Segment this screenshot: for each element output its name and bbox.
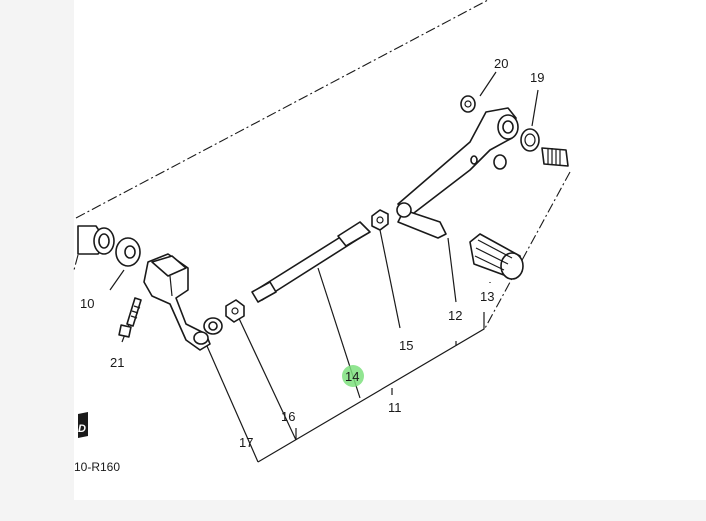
shift-rod bbox=[251, 221, 371, 303]
callout-17[interactable]: 17 bbox=[239, 435, 253, 450]
partial-logo: D bbox=[78, 412, 88, 438]
callout-15[interactable]: 15 bbox=[399, 338, 413, 353]
rod-end-left bbox=[203, 299, 245, 335]
callout-highlight bbox=[342, 365, 364, 387]
washer-10 bbox=[115, 237, 141, 267]
callout-11[interactable]: 11 bbox=[388, 400, 402, 415]
callout-10[interactable]: 10 bbox=[80, 296, 94, 311]
callout-numbers: 10 11 12 13 14 15 16 17 19 20 21 bbox=[80, 56, 544, 450]
shift-arm bbox=[143, 253, 211, 351]
callout-12[interactable]: 12 bbox=[448, 308, 462, 323]
bearing-part bbox=[77, 225, 115, 255]
assembly-boundary bbox=[73, 0, 571, 331]
callout-16[interactable]: 16 bbox=[281, 409, 295, 424]
callout-14[interactable]: 14 bbox=[345, 369, 359, 384]
svg-text:D: D bbox=[78, 423, 86, 435]
nut-15 bbox=[371, 209, 389, 231]
shift-pedal bbox=[396, 107, 519, 239]
bolt-21 bbox=[118, 297, 142, 338]
callout-20[interactable]: 20 bbox=[494, 56, 508, 71]
parts-diagram-sheet bbox=[74, 0, 706, 500]
callout-21[interactable]: 21 bbox=[110, 355, 124, 370]
callout-19[interactable]: 19 bbox=[530, 70, 544, 85]
callout-13[interactable]: 13 bbox=[480, 289, 494, 304]
drawing-code: 10-R160 bbox=[74, 460, 120, 474]
washer-20 bbox=[460, 95, 476, 113]
pivot-bolt bbox=[541, 147, 569, 167]
pedal-rubber bbox=[469, 233, 524, 280]
circlip-19 bbox=[520, 128, 540, 152]
